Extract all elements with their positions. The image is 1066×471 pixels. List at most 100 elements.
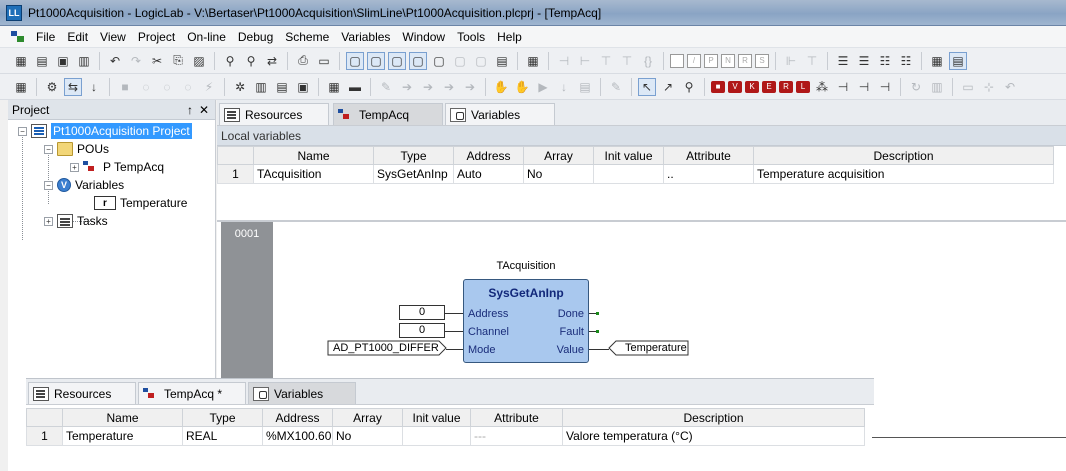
menu-project[interactable]: Project (137, 29, 176, 44)
contact-normal-icon[interactable] (670, 53, 684, 68)
constant-channel[interactable]: 0 (399, 323, 445, 338)
cell-array[interactable]: No (523, 164, 594, 184)
menu-file[interactable]: File (36, 29, 56, 44)
tab-tempacq[interactable]: TempAcq (333, 103, 443, 125)
column-header-array[interactable]: Array (332, 408, 403, 427)
cell-description[interactable]: Temperature acquisition (753, 164, 1054, 184)
trace-window-icon[interactable]: ▢ (454, 53, 466, 68)
tree-item-variables[interactable]: − V Variables (8, 176, 215, 194)
menu-online[interactable]: On-line (187, 29, 226, 44)
breakpoint-icon[interactable]: ✋ (493, 79, 509, 94)
expand-icon[interactable]: + (44, 216, 53, 226)
table-row[interactable]: 1 Temperature REAL %MX100.60 No --- Valo… (26, 426, 865, 446)
tab-variables[interactable]: Variables (248, 382, 356, 404)
menu-help[interactable]: Help (497, 29, 522, 44)
print-icon[interactable]: ⎙ (298, 53, 308, 67)
save-project-icon[interactable]: ▣ (57, 53, 69, 68)
back-icon[interactable]: ↶ (1004, 79, 1016, 94)
graph-window-icon[interactable]: ▢ (475, 53, 487, 68)
cell-type[interactable]: SysGetAnInp (373, 164, 454, 184)
watch-window-icon[interactable]: ▢ (409, 51, 427, 70)
tab-resources[interactable]: Resources (28, 382, 136, 404)
menu-tools[interactable]: Tools (457, 29, 486, 44)
column-header-attribute[interactable]: Attribute (470, 408, 563, 427)
new-project-icon[interactable]: ▦ (15, 53, 27, 68)
column-header-description[interactable]: Description (562, 408, 865, 427)
pin-icon[interactable]: ↑ (187, 102, 193, 117)
column-header-init-value[interactable]: Init value (593, 146, 664, 165)
coil-reset-icon[interactable]: R (738, 53, 752, 68)
block-icon[interactable]: ▬ (349, 79, 361, 94)
column-header-attribute[interactable]: Attribute (663, 146, 754, 165)
project-window-icon[interactable]: ▢ (346, 51, 364, 70)
insert-expression-icon[interactable]: E (762, 80, 776, 93)
single-step-icon[interactable]: ↓ (561, 79, 567, 94)
cell-init-value[interactable] (593, 164, 664, 184)
insert-parallel-contact-icon[interactable]: ⊢ (579, 53, 591, 68)
menu-edit[interactable]: Edit (67, 29, 89, 44)
menu-scheme[interactable]: Scheme (285, 29, 330, 44)
continue-icon[interactable]: ▶ (538, 79, 548, 94)
find-icon[interactable]: ⚲ (225, 53, 235, 68)
close-project-icon[interactable]: ▥ (78, 53, 90, 68)
tree-item-tempacq[interactable]: + P TempAcq (8, 158, 215, 176)
print-preview-icon[interactable]: ▭ (318, 53, 330, 68)
library-window-icon[interactable]: ▢ (367, 51, 385, 70)
insert-comment-icon[interactable]: ⁂ (816, 79, 828, 94)
cell-address[interactable]: %MX100.60 (262, 426, 333, 446)
live-debug-icon[interactable]: ◌ (142, 79, 150, 94)
column-header-address[interactable]: Address (453, 146, 524, 165)
properties-icon[interactable]: ▣ (297, 79, 309, 94)
column-header-init-value[interactable]: Init value (402, 408, 471, 427)
delete-rung-icon[interactable]: ☷ (900, 53, 912, 68)
step-into-icon[interactable]: ➔ (401, 79, 413, 94)
trigger-icon[interactable]: ◌ (184, 79, 192, 94)
insert-label-icon[interactable]: L (796, 80, 810, 93)
menu-variables[interactable]: Variables (341, 29, 391, 44)
insert-return-icon[interactable]: R (779, 80, 793, 93)
insert-rung-icon[interactable]: ☰ (837, 53, 849, 68)
object-browser-icon[interactable]: ▦ (527, 53, 539, 68)
copy-icon[interactable]: ⎘ (173, 53, 183, 67)
insert-rung-after-icon[interactable]: ☰ (858, 53, 870, 68)
contact-positive-icon[interactable]: P (704, 53, 718, 68)
insert-negated-coil-icon[interactable]: ⊤ (621, 53, 633, 68)
column-header-name[interactable]: Name (253, 146, 374, 165)
stop-icon[interactable]: ■ (121, 79, 129, 94)
branch-close-icon[interactable]: ⊤ (806, 53, 818, 68)
find-next-icon[interactable]: ⚲ (246, 53, 256, 68)
watch-icon[interactable]: ◌ (163, 79, 171, 94)
column-header-description[interactable]: Description (753, 146, 1054, 165)
cell-init-value[interactable] (402, 426, 471, 446)
insert-constant-icon[interactable]: K (745, 80, 759, 93)
document-icon[interactable] (10, 30, 26, 44)
insert-contact-icon[interactable]: ⊣ (558, 53, 570, 68)
function-block[interactable]: SysGetAnInp Address Channel Mode Done Fa… (463, 279, 589, 363)
tab-tempacq[interactable]: TempAcq * (138, 382, 246, 404)
mode-variable[interactable]: AD_PT1000_DIFFER (333, 342, 439, 354)
constant-address[interactable]: 0 (399, 305, 445, 320)
value-variable-shape[interactable] (608, 340, 690, 357)
tree-item-project[interactable]: − Pt1000Acquisition Project (8, 122, 215, 140)
trace-icon[interactable]: ✎ (610, 79, 622, 94)
replace-icon[interactable]: ⇄ (266, 53, 278, 68)
select-cursor-icon[interactable]: ↖ (638, 77, 656, 96)
mode-variable-shape[interactable] (327, 340, 447, 357)
coil-set-icon[interactable]: S (755, 53, 769, 68)
cell-attribute[interactable]: --- (470, 426, 563, 446)
cell-attribute[interactable]: .. (663, 164, 754, 184)
insert-power-rail-icon[interactable]: ⊣ (837, 79, 849, 94)
contact-negative-icon[interactable]: N (721, 53, 735, 68)
column-header-type[interactable]: Type (373, 146, 454, 165)
cell-array[interactable]: No (332, 426, 403, 446)
paste-icon[interactable]: ▨ (193, 53, 205, 68)
flash-icon[interactable]: ⚡ (204, 79, 214, 94)
branch-icon[interactable]: ⊩ (785, 53, 797, 68)
undo-icon[interactable]: ↶ (109, 53, 121, 68)
menu-view[interactable]: View (100, 29, 126, 44)
build-icon[interactable]: ⚙ (46, 79, 58, 94)
hand-icon[interactable]: ⊹ (983, 79, 995, 94)
tab-variables[interactable]: Variables (445, 103, 555, 125)
align-icon[interactable]: ▥ (931, 79, 943, 94)
breakpoint-remove-icon[interactable]: ✋ (514, 79, 530, 94)
